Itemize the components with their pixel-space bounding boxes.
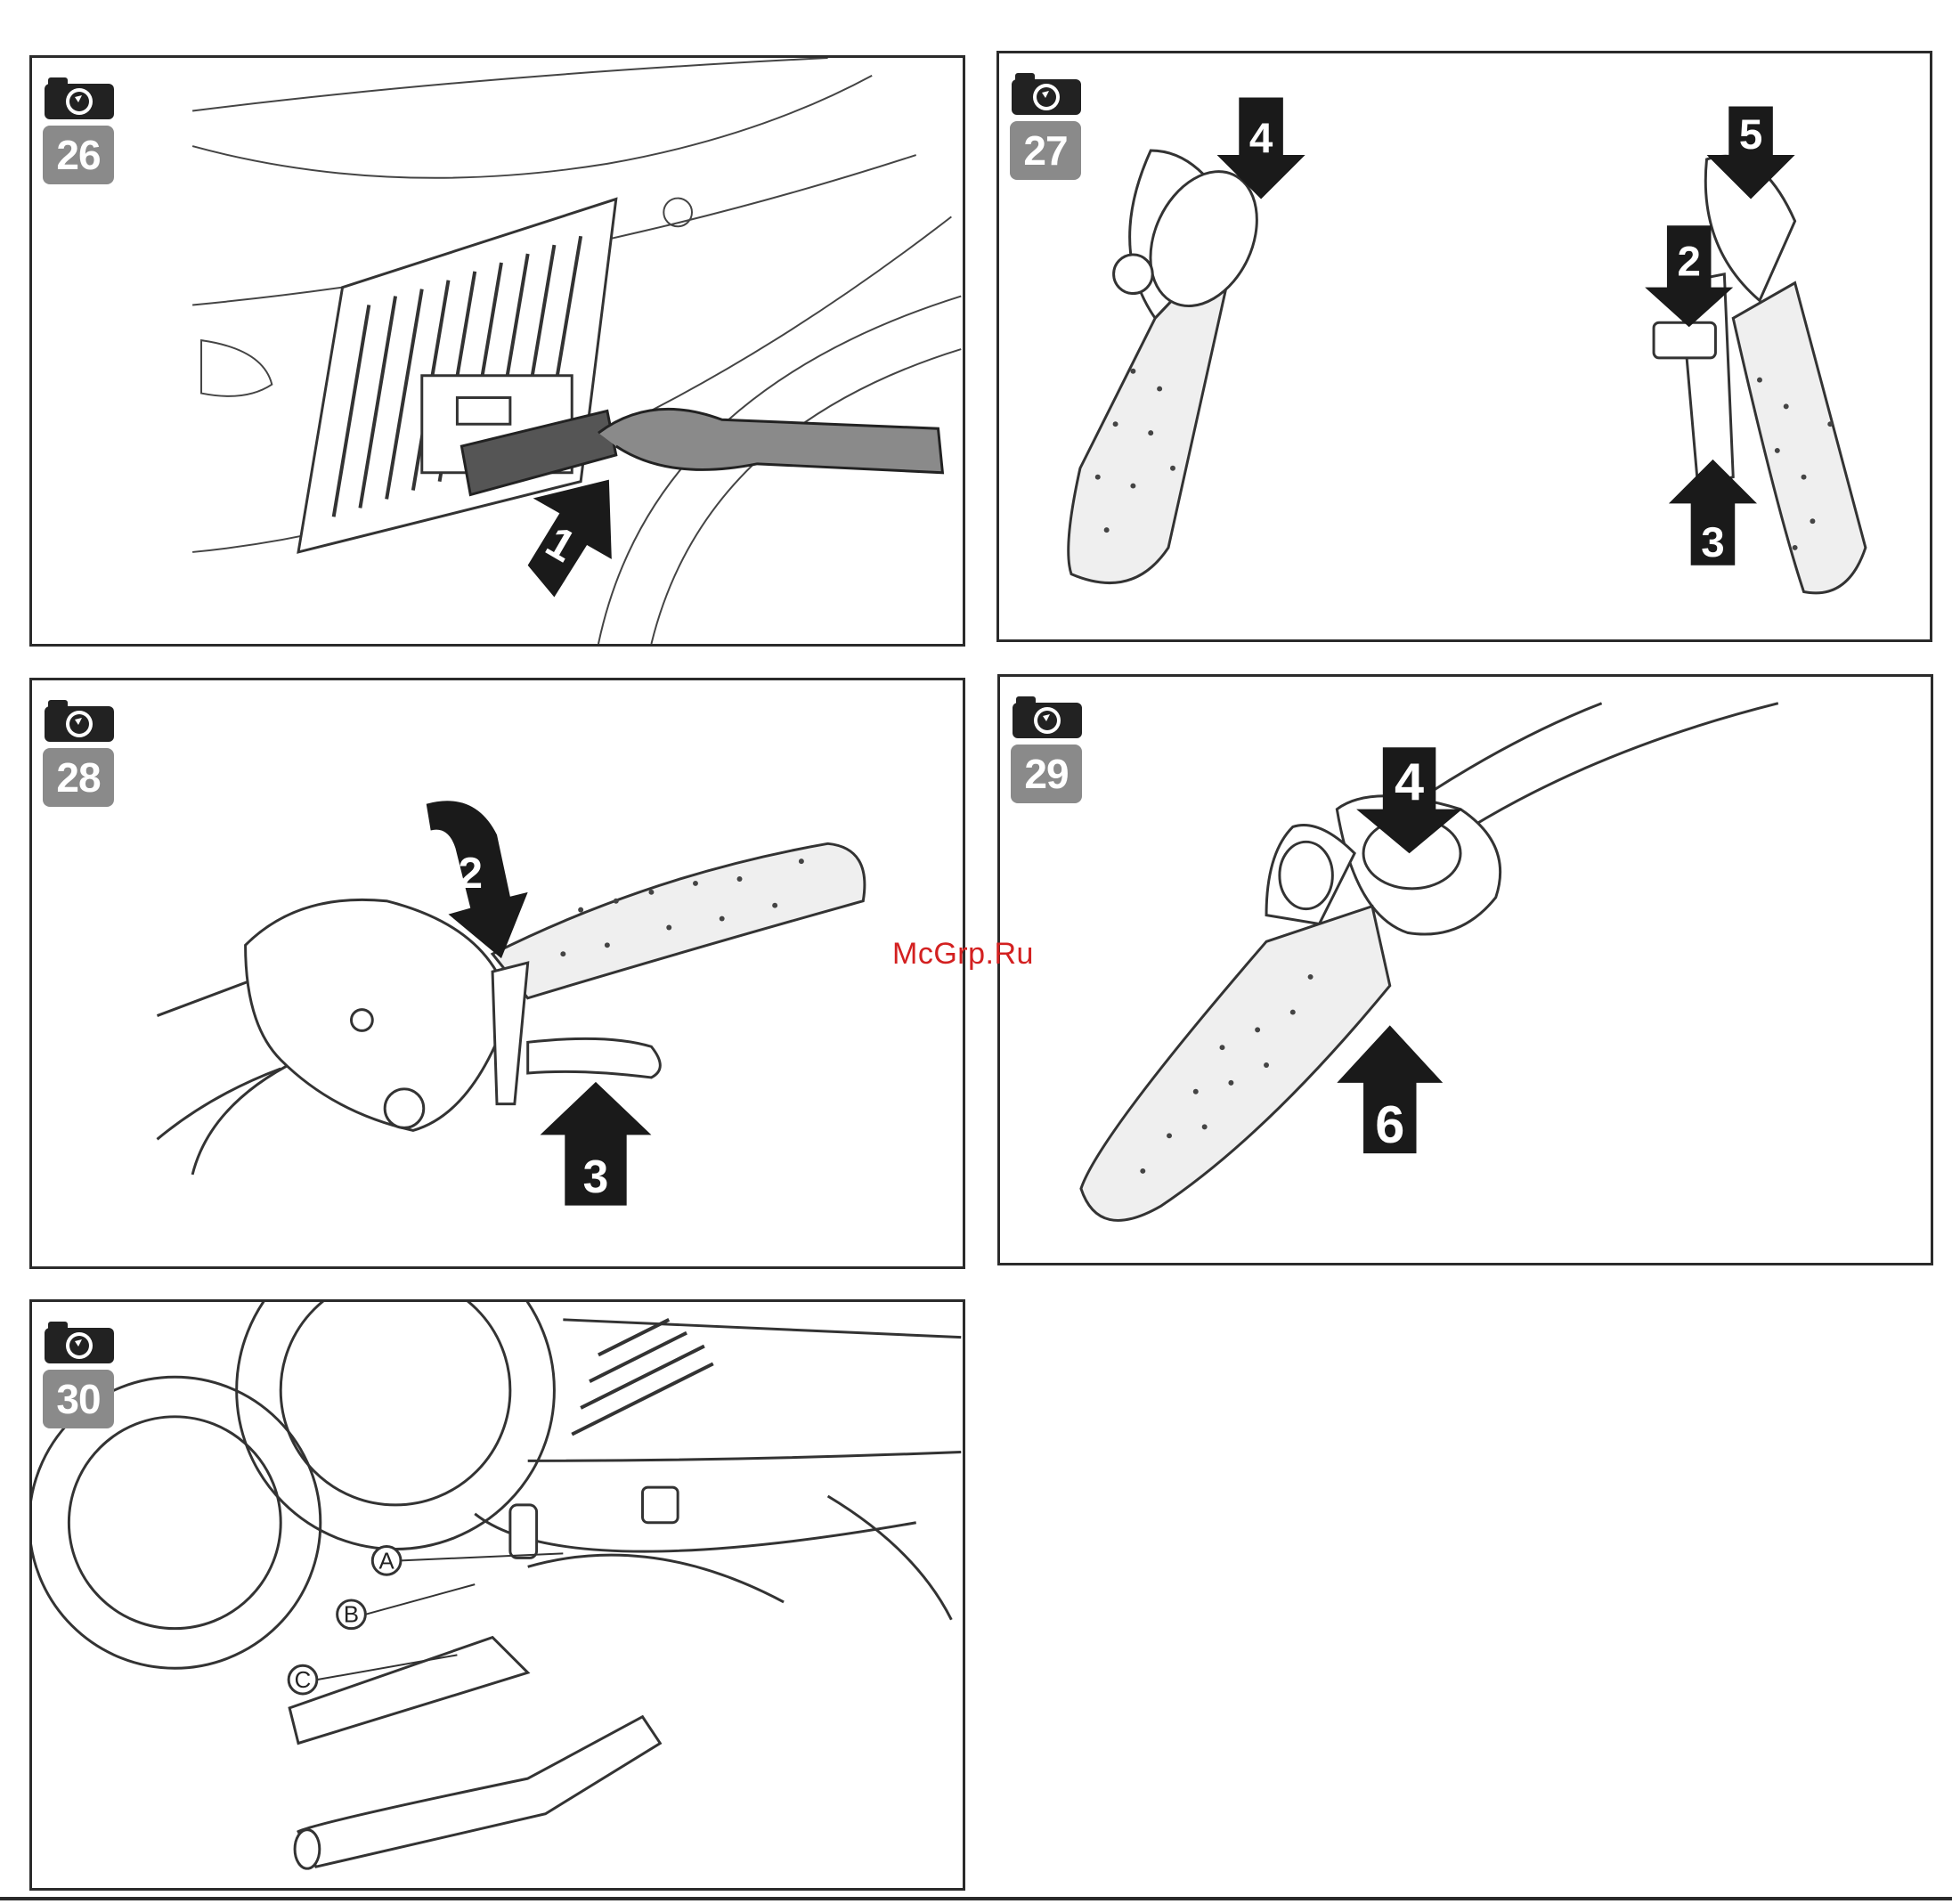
figure-number: 28 [43, 748, 114, 807]
figure-panel-30: 30 [29, 1299, 965, 1891]
arrow-6: 6 [1337, 1025, 1443, 1154]
arrow-label: 3 [1701, 519, 1724, 566]
arrow-3: 3 [1669, 460, 1757, 566]
arrow-label: 2 [458, 849, 483, 898]
figure-number: 29 [1011, 745, 1082, 803]
figure-badge: 29 [1011, 695, 1084, 803]
figure-badge: 26 [43, 76, 116, 184]
watermark-text: McGrp.Ru [892, 937, 1034, 972]
figure-panel-29: 29 4 6 [997, 674, 1933, 1265]
arrow-3: 3 [541, 1082, 652, 1206]
arrow-label: 5 [1739, 111, 1762, 159]
camera-icon [43, 1320, 116, 1364]
figure-badge: 30 [43, 1320, 116, 1428]
arrow-label: 6 [1375, 1094, 1404, 1154]
illustration-brake-lever: 2 3 [32, 680, 963, 1266]
camera-icon [43, 698, 116, 743]
figure-number: 27 [1010, 121, 1081, 180]
illustration-wheel-cable: A B C [32, 1302, 963, 1888]
arrow-label: 4 [1249, 115, 1273, 162]
arrow-label: 2 [1677, 239, 1700, 286]
figure-number: 26 [43, 126, 114, 184]
callout-c: C [295, 1668, 312, 1693]
figure-badge: 27 [1010, 71, 1083, 180]
figure-panel-27: 27 4 5 [996, 51, 1932, 642]
figure-number: 30 [43, 1370, 114, 1428]
illustration-scooter-grille: 1 [32, 58, 963, 644]
arrow-label: 3 [583, 1151, 609, 1202]
arrow-1: 1 [528, 480, 612, 598]
figure-panel-26: 26 [29, 55, 965, 647]
camera-icon [1010, 71, 1083, 116]
camera-icon [43, 76, 116, 120]
callout-a: A [379, 1549, 395, 1574]
illustration-handle-control: 4 6 [1000, 677, 1931, 1263]
camera-icon [1011, 695, 1084, 739]
illustration-handle-grips: 4 5 2 3 [999, 53, 1930, 639]
arrow-label: 4 [1395, 753, 1424, 812]
callout-b: B [344, 1603, 359, 1628]
figure-badge: 28 [43, 698, 116, 807]
bottom-rule [0, 1897, 1952, 1900]
figure-panel-28: 28 2 3 [29, 678, 965, 1269]
